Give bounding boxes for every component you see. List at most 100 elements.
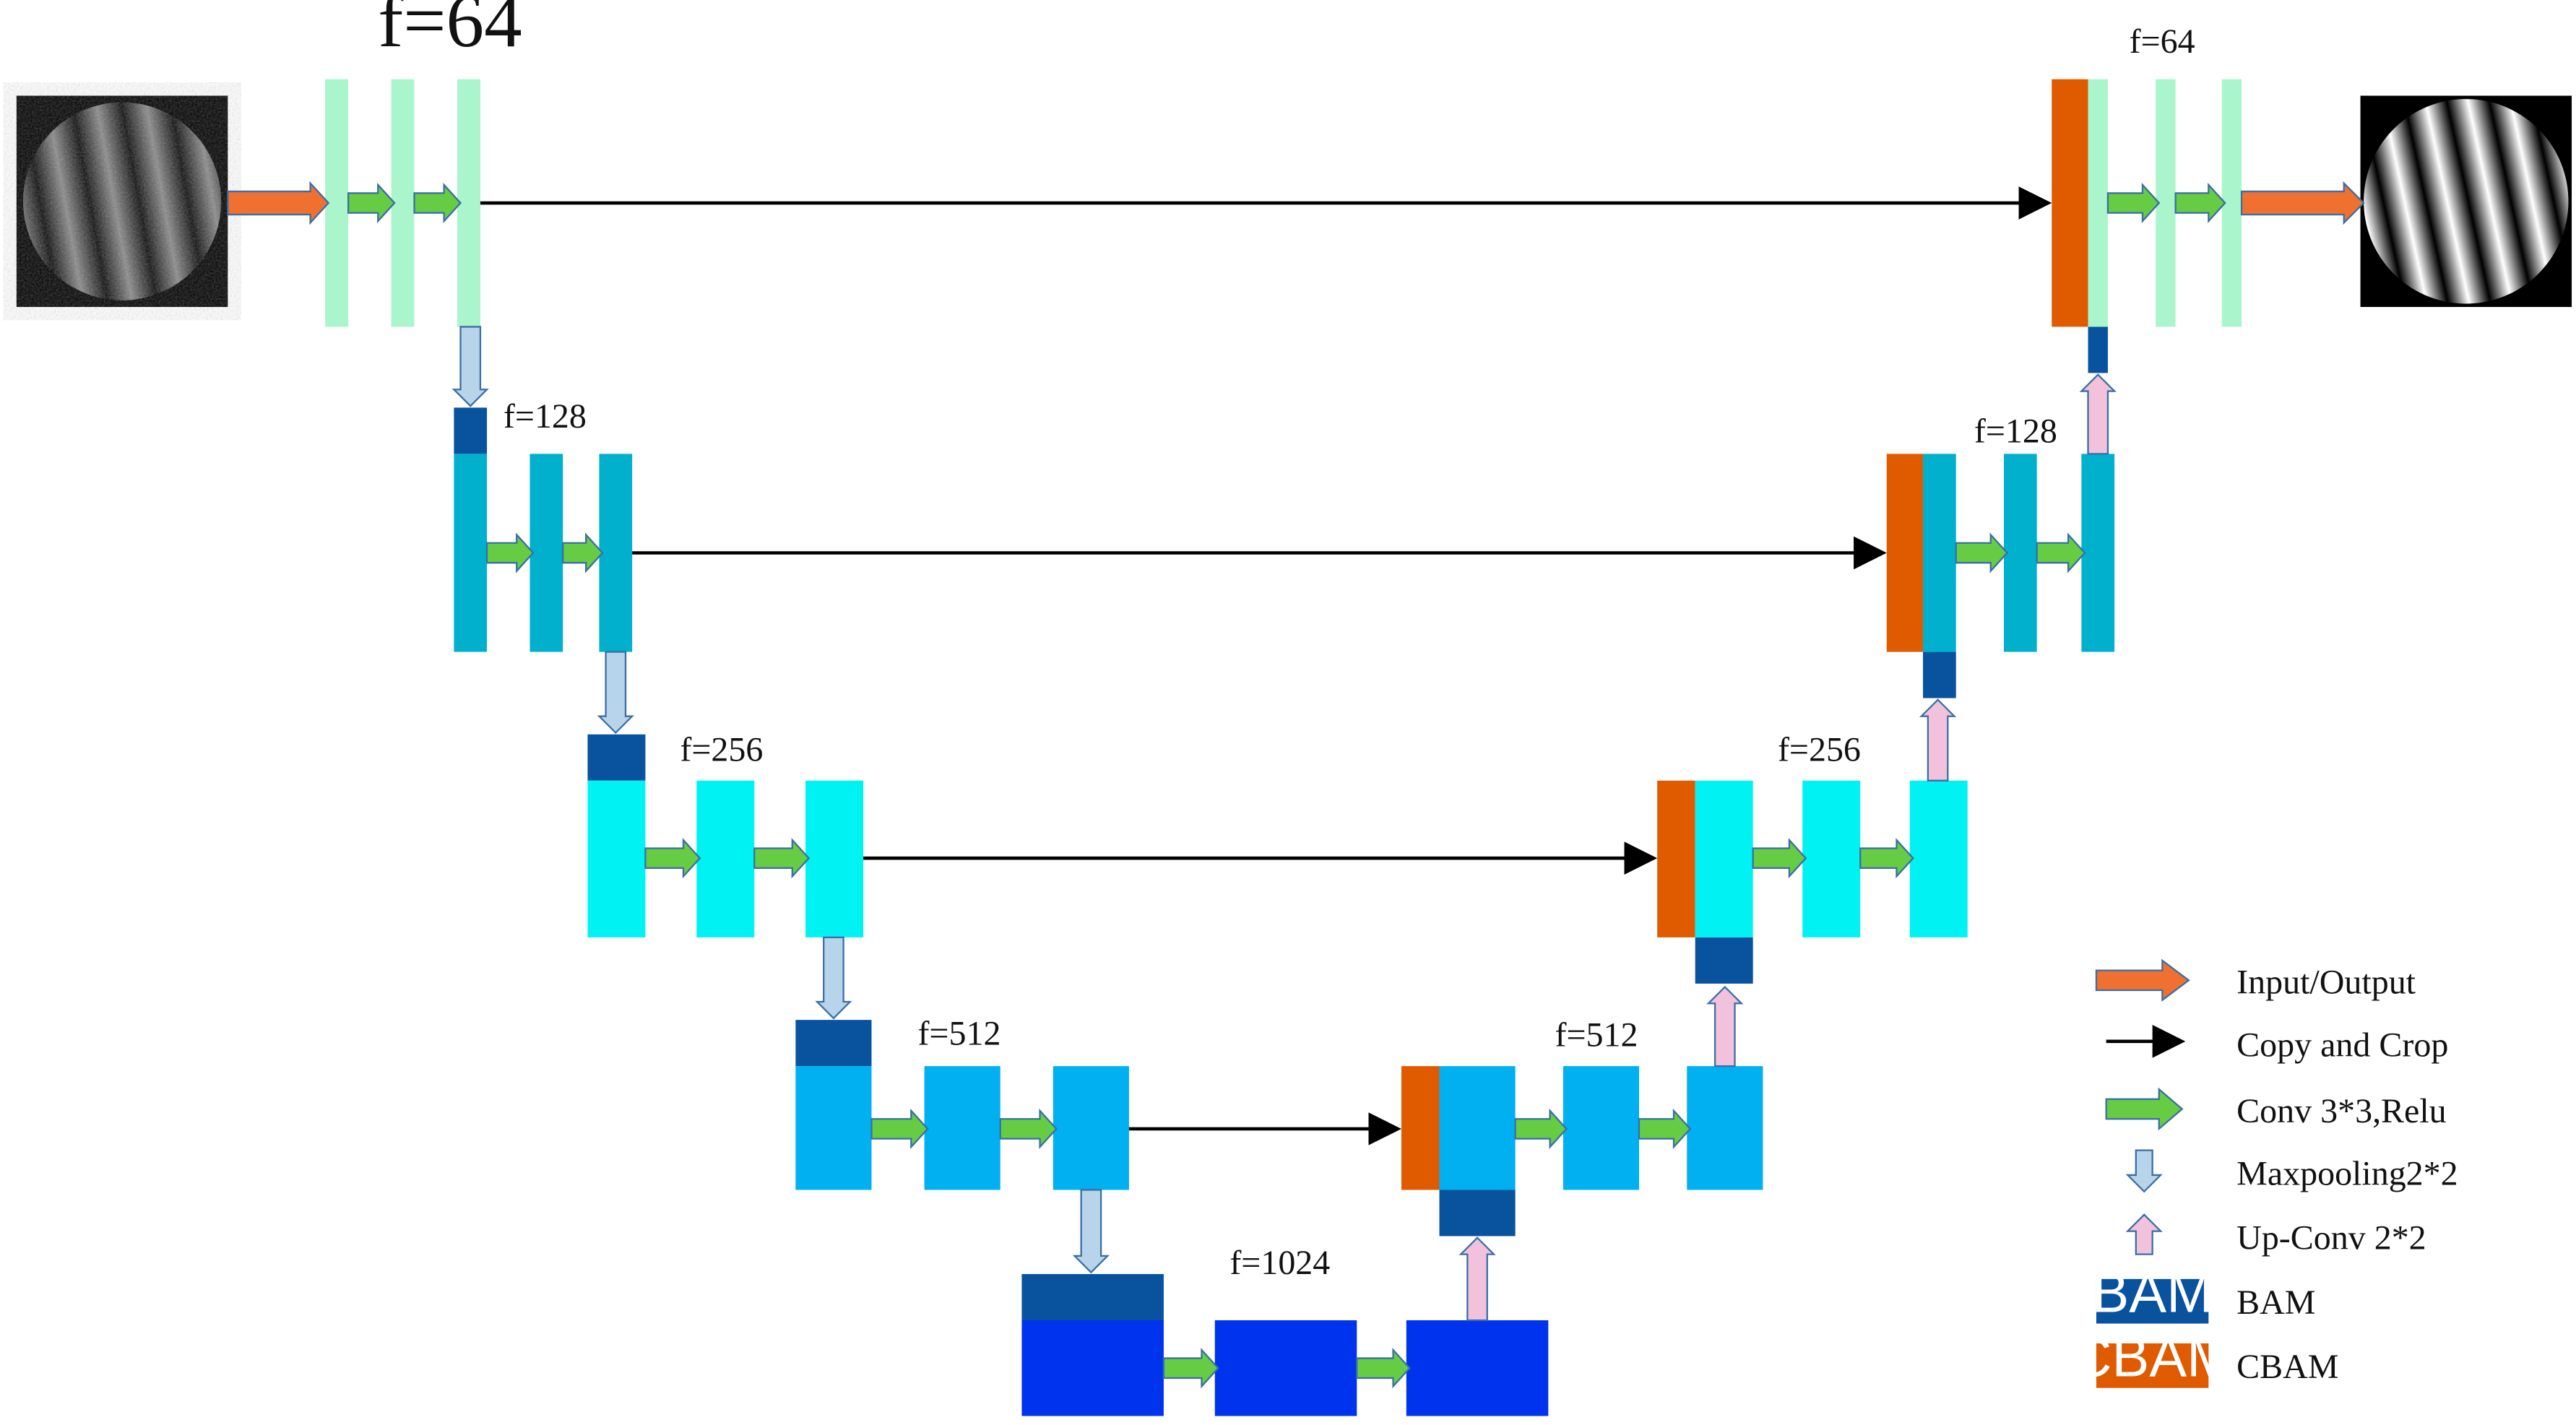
feature-map [1687,1066,1763,1190]
conv-arrow [999,1108,1058,1150]
legend-item-input-output: Input/Output [2095,958,2416,1002]
conv-arrow [2106,182,2161,224]
feature-map [1053,1066,1129,1190]
decoder-level-2 [1886,454,2115,652]
cbam-swatch-label: CBAM [2071,1327,2233,1389]
input-image [16,95,228,308]
conv-arrow-icon [2105,1087,2184,1131]
io-arrow [227,181,330,225]
feature-map [1802,780,1861,937]
filter-label-enc4: f=512 [917,1014,1000,1052]
feature-map [1909,780,1968,937]
conv-arrow [1752,838,1807,879]
legend: Input/Output Copy and Crop Conv 3*3,Relu… [2071,958,2458,1389]
feature-map [530,454,563,652]
conv-arrow [1356,1348,1411,1389]
filter-label-enc1: f=64 [378,0,522,63]
conv-arrow [347,182,396,224]
bam-block [1695,937,1753,984]
conv-arrow [1859,838,1914,879]
feature-map [1439,1066,1516,1190]
feature-map [1021,1320,1164,1416]
conv-arrow [753,838,811,879]
legend-label: Input/Output [2236,963,2416,1002]
legend-item-copy-crop: Copy and Crop [2106,1024,2448,1064]
cbam-swatch [2096,1343,2209,1388]
bam-block [1021,1274,1164,1321]
decoder-level-3 [1657,780,1968,937]
maxpool-arrow [1072,1189,1110,1274]
filter-label-dec2: f=128 [1974,412,2057,450]
maxpool-arrow [451,326,489,407]
legend-label: Copy and Crop [2236,1026,2448,1064]
feature-map [795,1066,872,1190]
io-arrow-icon [2095,958,2190,1002]
feature-map [696,780,755,937]
legend-label: Up-Conv 2*2 [2236,1219,2426,1257]
conv-arrow [562,532,604,573]
bam-block [1923,651,1956,698]
cbam-block [1401,1066,1440,1190]
encoder-level-4 [795,1066,1129,1190]
upconv-arrow [2079,373,2117,455]
bam-block [1439,1190,1516,1236]
conv-arrow [2036,532,2086,573]
feature-map [1563,1066,1640,1190]
legend-item-upconv: Up-Conv 2*2 [2125,1213,2426,1257]
feature-map [1406,1320,1549,1416]
legend-item-bam: BAM BAM [2091,1262,2315,1325]
conv-arrow [1955,532,2009,573]
conv-arrow [413,182,462,224]
legend-label: CBAM [2236,1348,2338,1386]
filter-label-enc2: f=128 [503,397,587,436]
filter-label-dec1: f=64 [2130,22,2195,61]
bam-block [454,407,488,454]
maxpool-arrow [597,651,634,735]
output-image [2360,95,2572,308]
feature-map [587,780,646,937]
bam-block [587,734,646,781]
feature-map [924,1066,1000,1190]
conv-arrow [644,838,701,879]
upconv-arrows [1458,373,2117,1322]
conv-arrow [1162,1348,1219,1389]
feature-map [1695,780,1753,937]
maxpool-arrows [451,326,1110,1274]
bam-swatch-label: BAM [2091,1262,2213,1325]
io-arrow [2240,181,2365,225]
feature-map [599,454,633,652]
legend-label: BAM [2236,1283,2315,1322]
conv-arrow [1638,1108,1692,1150]
feature-map [1214,1320,1357,1416]
feature-map [805,780,864,937]
feature-map [2081,454,2115,652]
conv-arrow [485,532,535,573]
upconv-arrow [1919,698,1957,781]
filter-label-enc3: f=256 [680,730,763,768]
filter-label-dec4: f=512 [1555,1016,1638,1054]
upconv-arrow [1706,985,1744,1067]
cbam-block [1657,780,1695,937]
bam-swatch [2096,1278,2209,1324]
conv-arrow [870,1108,929,1150]
feature-map [454,454,488,652]
legend-item-conv: Conv 3*3,Relu [2105,1087,2447,1131]
cbam-block [2052,79,2088,327]
bam-block [2088,326,2108,373]
conv-arrows [347,182,2226,1389]
encoder-level-3 [587,780,864,937]
io-arrows [227,181,2365,225]
filter-label-bottom: f=1024 [1229,1244,1330,1282]
bam-block [795,1020,872,1067]
maxpool-arrow-icon [2125,1149,2163,1193]
encoder-level-2 [454,454,633,652]
conv-arrow [1514,1108,1568,1150]
feature-map [2088,79,2108,327]
copy-crop-arrows [480,186,2052,1145]
legend-label: Maxpooling2*2 [2236,1155,2458,1193]
bottleneck-level [1021,1320,1549,1416]
legend-item-maxpool: Maxpooling2*2 [2125,1149,2458,1193]
legend-item-cbam: CBAM CBAM [2071,1327,2338,1389]
upconv-arrow [1458,1236,1496,1322]
